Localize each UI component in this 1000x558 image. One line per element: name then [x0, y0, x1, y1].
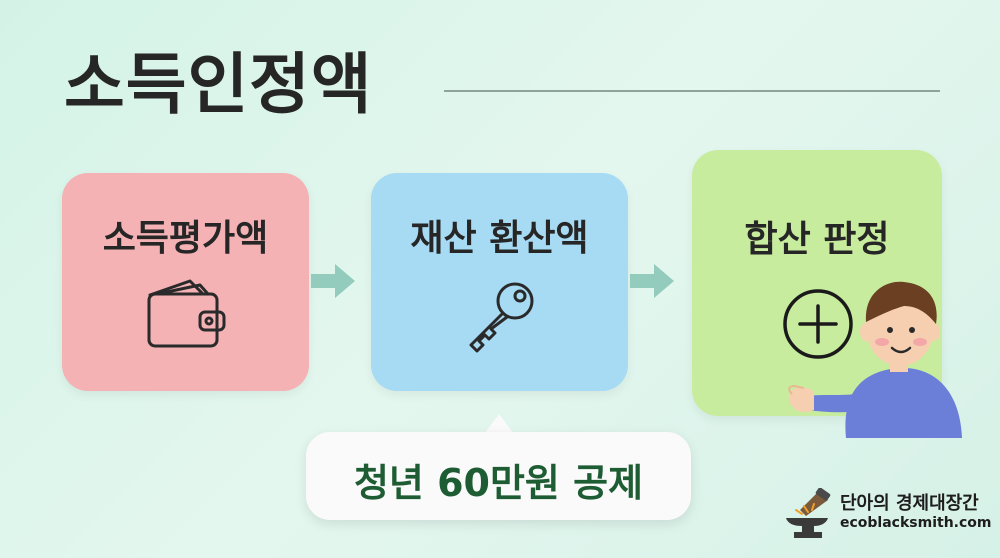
youth-deduction-text: 청년 60만원 공제 [353, 461, 644, 505]
arrow-right-icon [311, 264, 355, 298]
arrow-right-icon [630, 264, 674, 298]
income-evaluation-label: 소득평가액 [102, 218, 269, 259]
key-icon [469, 282, 534, 353]
property-conversion-card: 재산 환산액 [371, 173, 628, 391]
brand-name: 단아의 경제대장간 [840, 493, 979, 514]
youth-deduction-callout: 청년 60만원 공제 [306, 432, 691, 520]
wallet-icon [147, 279, 226, 348]
plus-circle-icon [783, 289, 853, 359]
title-divider [444, 90, 940, 92]
property-conversion-label: 재산 환산액 [410, 218, 589, 259]
brand-url: ecoblacksmith.com [840, 515, 992, 531]
presenter-character [788, 281, 962, 438]
brand-watermark: 단아의 경제대장간 ecoblacksmith.com [782, 486, 992, 542]
anvil-logo-icon [786, 488, 831, 538]
combined-judgment-label: 합산 판정 [744, 219, 890, 260]
callout-tail [484, 414, 514, 434]
income-evaluation-card: 소득평가액 [62, 173, 309, 391]
page-title: 소득인정액 [64, 46, 373, 123]
